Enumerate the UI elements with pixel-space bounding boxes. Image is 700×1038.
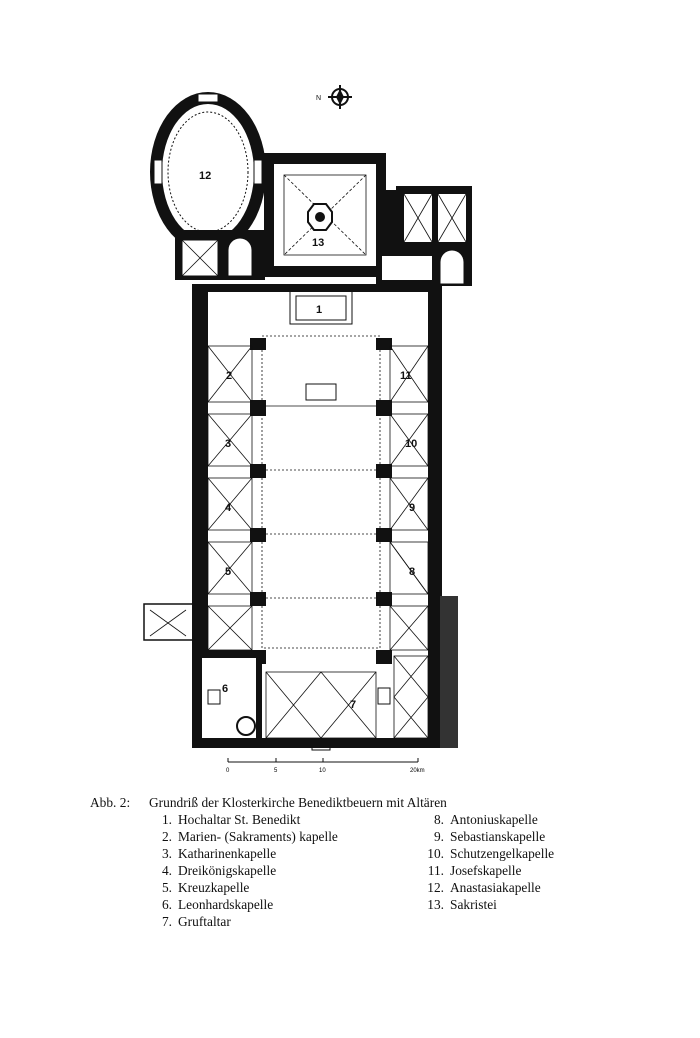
- legend-text: Marien- (Sakraments) kapelle: [178, 829, 338, 844]
- legend-number: 7.: [161, 914, 172, 929]
- room-number-13: 13: [312, 237, 324, 249]
- room-number-5: 5: [225, 566, 231, 578]
- room-number-8: 8: [409, 566, 415, 578]
- annex-rooms-shape: [376, 186, 472, 286]
- legend-text: Schutzengelkapelle: [450, 846, 555, 861]
- room-number-1: 1: [316, 304, 322, 316]
- legend-item: 3. Katharinenkapelle: [140, 845, 338, 862]
- legend-number: 10.: [427, 846, 444, 861]
- legend-text: Katharinenkapelle: [178, 846, 277, 861]
- church-floor-plan: N: [143, 85, 472, 774]
- legend-item: 2. Marien- (Sakraments) kapelle: [140, 828, 338, 845]
- sakristei-shape: [264, 153, 396, 277]
- legend-item: 12. Anastasiakapelle: [410, 879, 554, 896]
- scale-bar: 0 5 10 20km: [226, 758, 425, 774]
- caption-title: Grundriß der Klosterkirche Benediktbeuer…: [149, 795, 447, 810]
- scale-label-0: 0: [226, 768, 230, 774]
- legend-text: Antoniuskapelle: [450, 812, 538, 827]
- legend-text: Leonhardskapelle: [178, 897, 274, 912]
- legend-item: 7. Gruftaltar: [140, 913, 338, 930]
- room-number-7: 7: [350, 699, 356, 711]
- legend-number: 5.: [161, 880, 172, 895]
- room-number-11: 11: [400, 370, 412, 382]
- room-number-10: 10: [405, 438, 417, 450]
- legend-text: Dreikönigskapelle: [178, 863, 277, 878]
- legend-number: 12.: [427, 880, 444, 895]
- room-number-4: 4: [225, 502, 232, 514]
- legend-text: Josefskapelle: [450, 863, 522, 878]
- legend-number: 11.: [427, 863, 444, 878]
- legend-number: 6.: [161, 897, 172, 912]
- legend-number: 8.: [433, 812, 444, 827]
- legend-item: 4. Dreikönigskapelle: [140, 862, 338, 879]
- legend-item: 13. Sakristei: [410, 896, 554, 913]
- legend-number: 3.: [161, 846, 172, 861]
- legend-item: 10. Schutzengelkapelle: [410, 845, 554, 862]
- legend-text: Hochaltar St. Benedikt: [178, 812, 301, 827]
- legend-item: 5. Kreuzkapelle: [140, 879, 338, 896]
- scale-label-20: 20km: [410, 768, 425, 774]
- legend-text: Gruftaltar: [178, 914, 231, 929]
- legend-item: 9. Sebastianskapelle: [410, 828, 554, 845]
- room-number-6: 6: [222, 683, 228, 695]
- anastasia-chapel-shape: [150, 92, 266, 280]
- nave-shape: [143, 284, 458, 751]
- legend-text: Kreuzkapelle: [178, 880, 250, 895]
- legend-item: 8. Antoniuskapelle: [410, 811, 554, 828]
- north-compass-icon: N: [316, 85, 352, 109]
- caption-label: Abb. 2:: [90, 795, 131, 810]
- legend-item: 11. Josefskapelle: [410, 862, 554, 879]
- legend-right-column: 8. Antoniuskapelle 9. Sebastianskapelle 10…: [410, 811, 554, 913]
- room-number-2: 2: [226, 370, 232, 382]
- legend-number: 9.: [433, 829, 444, 844]
- legend-number: 13.: [427, 897, 444, 912]
- room-number-labels: 1 2 3 4 5 6 7 8 9 10 11 12 13: [199, 170, 417, 711]
- legend-left-column: 1. Hochaltar St. Benedikt 2. Marien- (Sakr…: [140, 811, 338, 930]
- legend-number: 4.: [161, 863, 172, 878]
- compass-label: N: [316, 95, 321, 102]
- legend-text: Sebastianskapelle: [450, 829, 546, 844]
- legend-number: 2.: [161, 829, 172, 844]
- legend-text: Sakristei: [450, 897, 497, 912]
- legend-item: 1. Hochaltar St. Benedikt: [140, 811, 338, 828]
- legend-item: 6. Leonhardskapelle: [140, 896, 338, 913]
- scale-label-5: 5: [274, 768, 278, 774]
- scale-label-10: 10: [319, 768, 326, 774]
- legend-text: Anastasiakapelle: [450, 880, 541, 895]
- legend-number: 1.: [161, 812, 172, 827]
- room-number-3: 3: [225, 438, 231, 450]
- room-number-12: 12: [199, 170, 211, 182]
- room-number-9: 9: [409, 502, 415, 514]
